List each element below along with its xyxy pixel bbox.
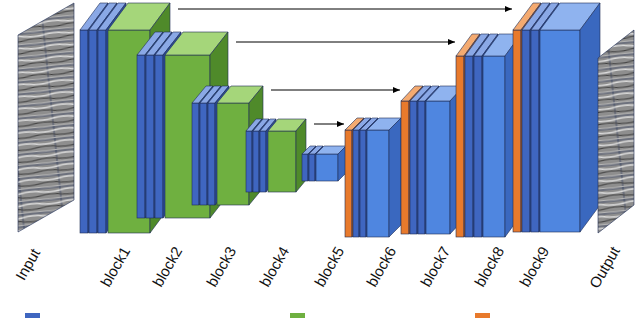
network-block: block4: [246, 119, 306, 192]
input-image: [18, 3, 74, 232]
slab-face: [302, 154, 308, 181]
slab-face: [353, 130, 359, 237]
block-label: block2: [149, 244, 186, 291]
pool-slab: [217, 86, 263, 205]
network-block: block8: [456, 34, 521, 237]
conv-slab: [80, 3, 108, 233]
slab-face: [522, 30, 530, 232]
output-image: [598, 30, 634, 233]
network-block: block7: [401, 86, 464, 234]
block-label: block6: [363, 244, 400, 291]
slab-face: [531, 30, 539, 232]
slab-face: [360, 130, 366, 237]
legend-swatch-fragment: [25, 313, 40, 318]
slab-face: [217, 103, 249, 205]
conv-slab: [137, 32, 163, 218]
skip-connection: [314, 124, 344, 125]
slab-face: [367, 130, 389, 237]
slab-face: [108, 30, 150, 233]
slab-face: [540, 30, 580, 232]
slab-face: [155, 55, 163, 218]
block-label: block1: [97, 244, 134, 291]
slab-face: [483, 56, 505, 237]
network-block: block5: [302, 146, 346, 181]
block-label: block3: [203, 244, 240, 291]
slab-face: [208, 103, 215, 205]
slab-face: [345, 130, 352, 237]
slab-face: [580, 3, 600, 232]
network-block: block9: [513, 3, 600, 232]
feature-slab: [367, 118, 401, 237]
slab-face: [268, 131, 296, 192]
network-block: block3: [192, 86, 263, 205]
slab-face: [418, 101, 425, 234]
slab-face: [246, 131, 252, 192]
block-label: block8: [471, 244, 508, 291]
block-label: Output: [586, 244, 624, 292]
slab-face: [513, 30, 521, 232]
network-block: block6: [345, 118, 401, 237]
legend-swatch-fragment: [290, 313, 305, 318]
skip-connection: [178, 9, 512, 10]
slab-face: [89, 30, 97, 233]
slab-face: [200, 103, 207, 205]
slab-face: [456, 56, 464, 237]
slab-face: [316, 154, 338, 181]
block-label: block5: [311, 244, 348, 291]
slab-face: [465, 56, 473, 237]
network-block: Input: [18, 3, 75, 233]
slab-face: [192, 103, 199, 205]
network-block: block1: [80, 3, 170, 233]
block-label: block9: [516, 244, 553, 291]
pool-slab: [268, 119, 306, 192]
legend-swatch-fragment: [475, 313, 490, 318]
block-label: block4: [256, 244, 293, 291]
feature-slab: [316, 146, 346, 181]
slab-face: [146, 55, 154, 218]
slab-face: [521, 3, 541, 232]
slab-face: [253, 131, 259, 192]
slab-face: [474, 56, 482, 237]
skip-connection: [236, 42, 455, 43]
slab-face: [88, 3, 108, 233]
network-block: Output: [598, 30, 634, 233]
slab-face: [389, 118, 401, 237]
slab-face: [309, 154, 315, 181]
block-label: block7: [417, 244, 454, 291]
slab-face: [80, 30, 88, 233]
feature-slab: [540, 3, 600, 232]
slab-face: [401, 101, 409, 234]
slab-face: [137, 55, 145, 218]
slab-face: [410, 101, 417, 234]
slab-face: [165, 55, 210, 218]
upsample-slab: [513, 3, 541, 232]
skip-connection: [271, 90, 400, 91]
slab-face: [98, 30, 106, 233]
slab-face: [426, 101, 450, 234]
network-block: block2: [137, 32, 228, 218]
slab-face: [260, 131, 266, 192]
block-label: Input: [12, 246, 44, 284]
